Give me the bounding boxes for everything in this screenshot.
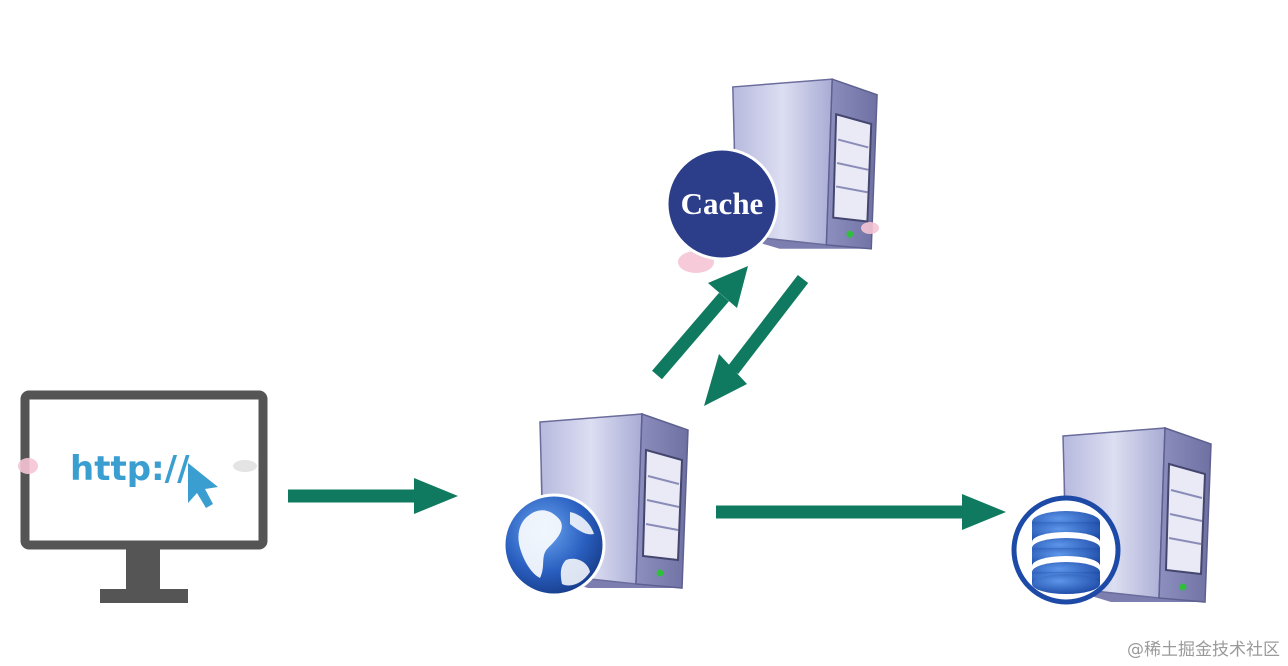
database-icon: [1011, 495, 1121, 605]
globe-icon: [502, 493, 606, 597]
url-text: http://: [70, 449, 190, 489]
cursor-icon: [188, 463, 218, 508]
arrow-server-to-cache: [652, 266, 748, 380]
cache-label: Cache: [681, 186, 764, 221]
cache-badge-icon: Cache: [665, 147, 779, 261]
monitor-icon: [18, 390, 268, 603]
arrow-icon: [414, 478, 458, 514]
arrow-server-to-database: [716, 494, 1006, 530]
client-browser: http://: [18, 390, 268, 603]
cache-server: Cache: [665, 78, 879, 273]
arrow-icon: [704, 354, 747, 406]
arrow-client-to-server: [288, 478, 458, 514]
watermark: @稀土掘金技术社区: [1127, 640, 1280, 660]
arrow-cache-to-server: [704, 275, 809, 406]
arrow-icon: [962, 494, 1006, 530]
web-server: [502, 412, 690, 597]
database-server: [1011, 426, 1213, 605]
arrow-icon: [708, 266, 748, 308]
